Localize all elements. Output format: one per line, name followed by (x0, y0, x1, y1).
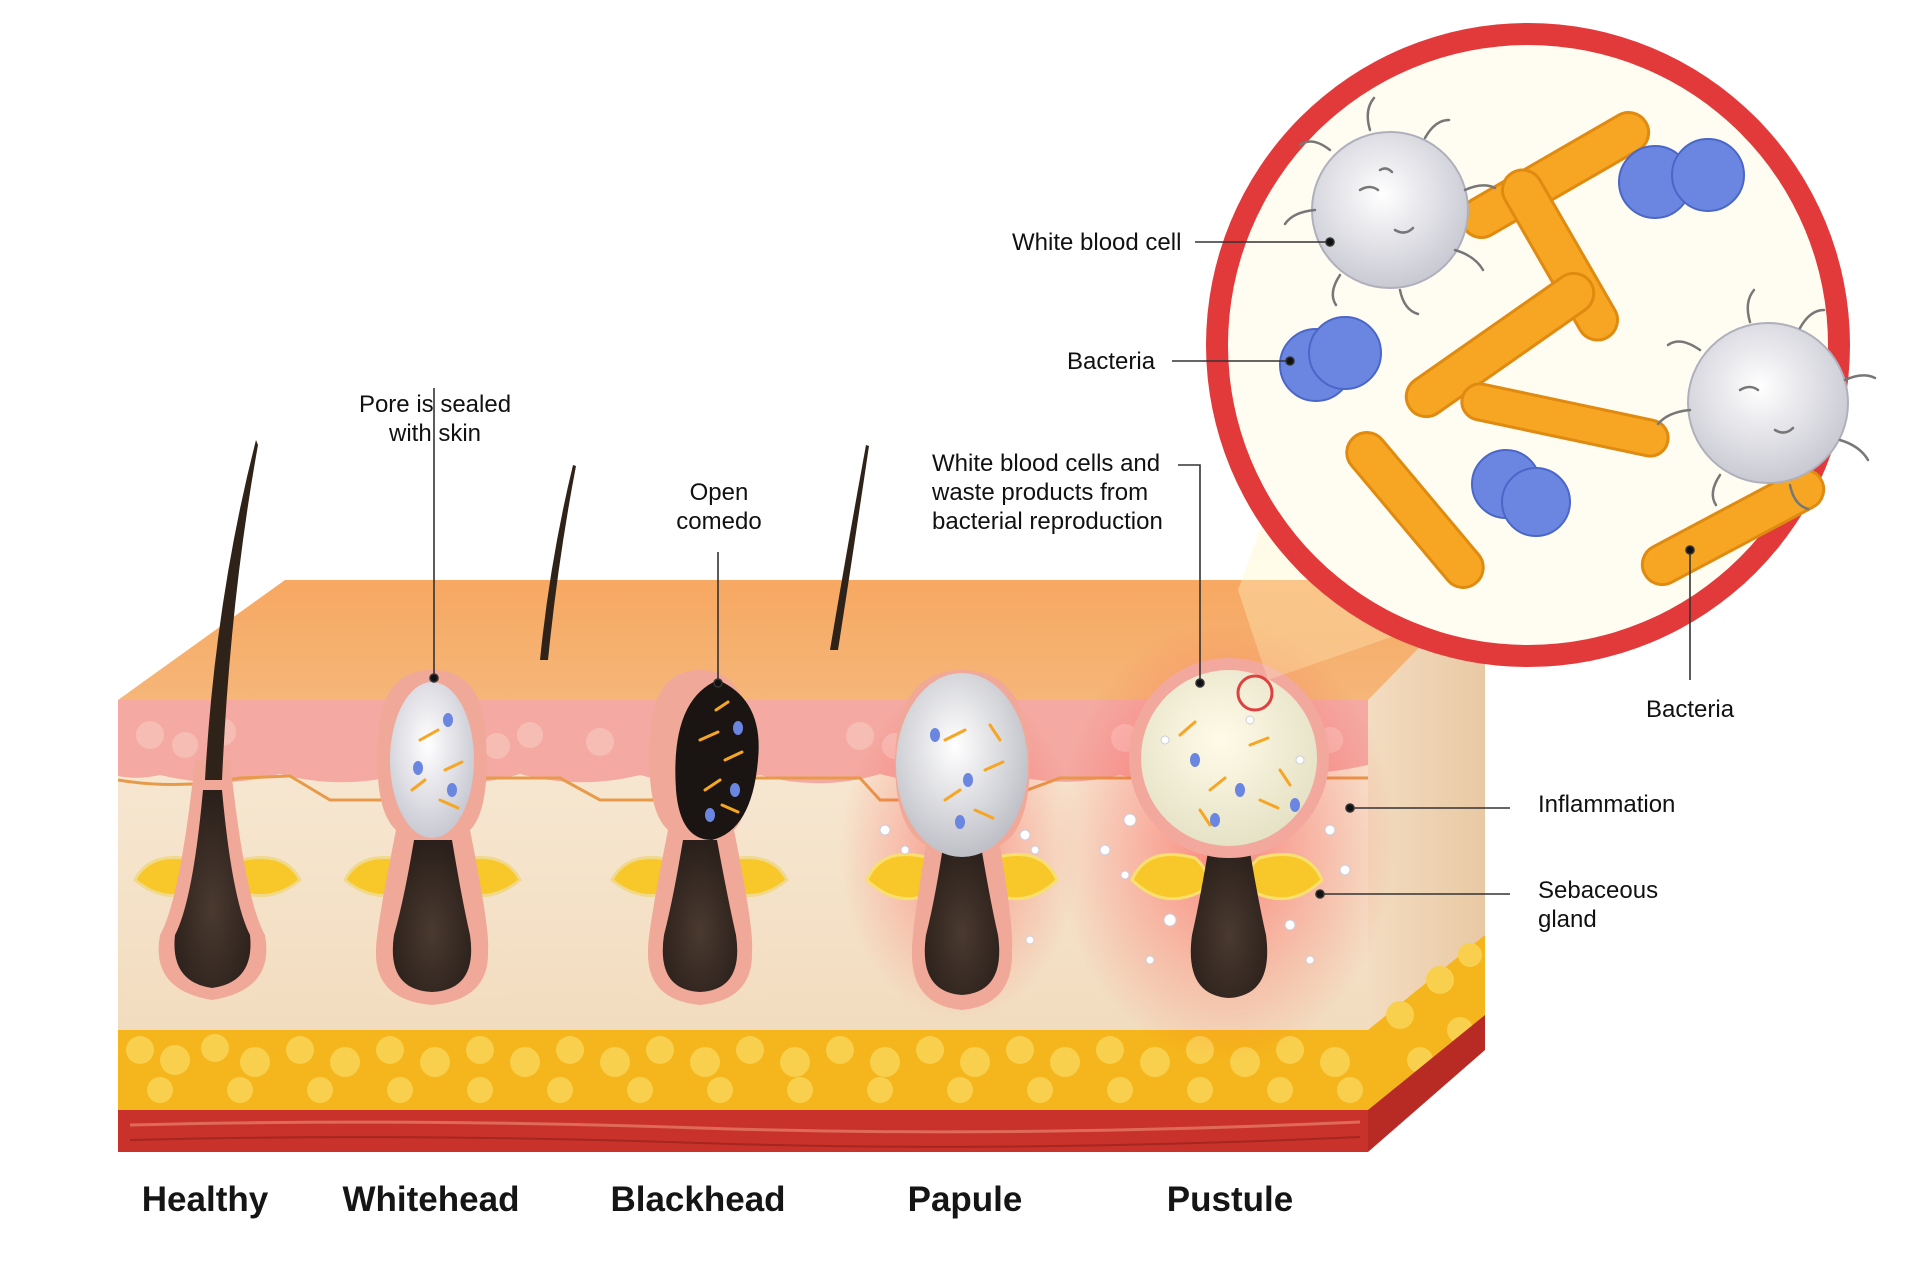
leader-lines (429, 237, 1695, 899)
label-sebaceous-gland: Sebaceous gland (1538, 877, 1659, 933)
white-blood-cell-2 (1656, 288, 1877, 511)
label-inflammation: Inflammation (1538, 791, 1676, 818)
label-pore-sealed: Pore is sealed with skin (358, 391, 512, 447)
stage-label-whitehead: Whitehead (342, 1180, 520, 1219)
label-wbc-waste: White blood cells and waste products fro… (932, 450, 1163, 535)
stage-label-blackhead: Blackhead (610, 1180, 786, 1219)
muscle-layer (118, 1110, 1368, 1152)
follicles (133, 440, 1351, 1010)
label-open-comedo: Open comedo (676, 479, 762, 535)
label-white-blood-cell: White blood cell (1012, 229, 1182, 256)
rod-bacteria (1345, 111, 1826, 589)
coccus-bacteria (1279, 138, 1745, 537)
whitehead-plug (390, 682, 474, 838)
pustule-pus (1141, 670, 1317, 846)
blackhead-plug (675, 680, 759, 840)
stage-label-healthy: Healthy (141, 1180, 269, 1219)
stage-label-pustule: Pustule (1166, 1180, 1294, 1219)
stage-label-papule: Papule (907, 1180, 1023, 1219)
magnifier (1206, 23, 1877, 667)
label-bacteria-bottom: Bacteria (1646, 696, 1735, 723)
papule-pus (896, 673, 1028, 857)
white-blood-cell-1 (1283, 96, 1497, 316)
label-bacteria-left: Bacteria (1067, 348, 1156, 375)
